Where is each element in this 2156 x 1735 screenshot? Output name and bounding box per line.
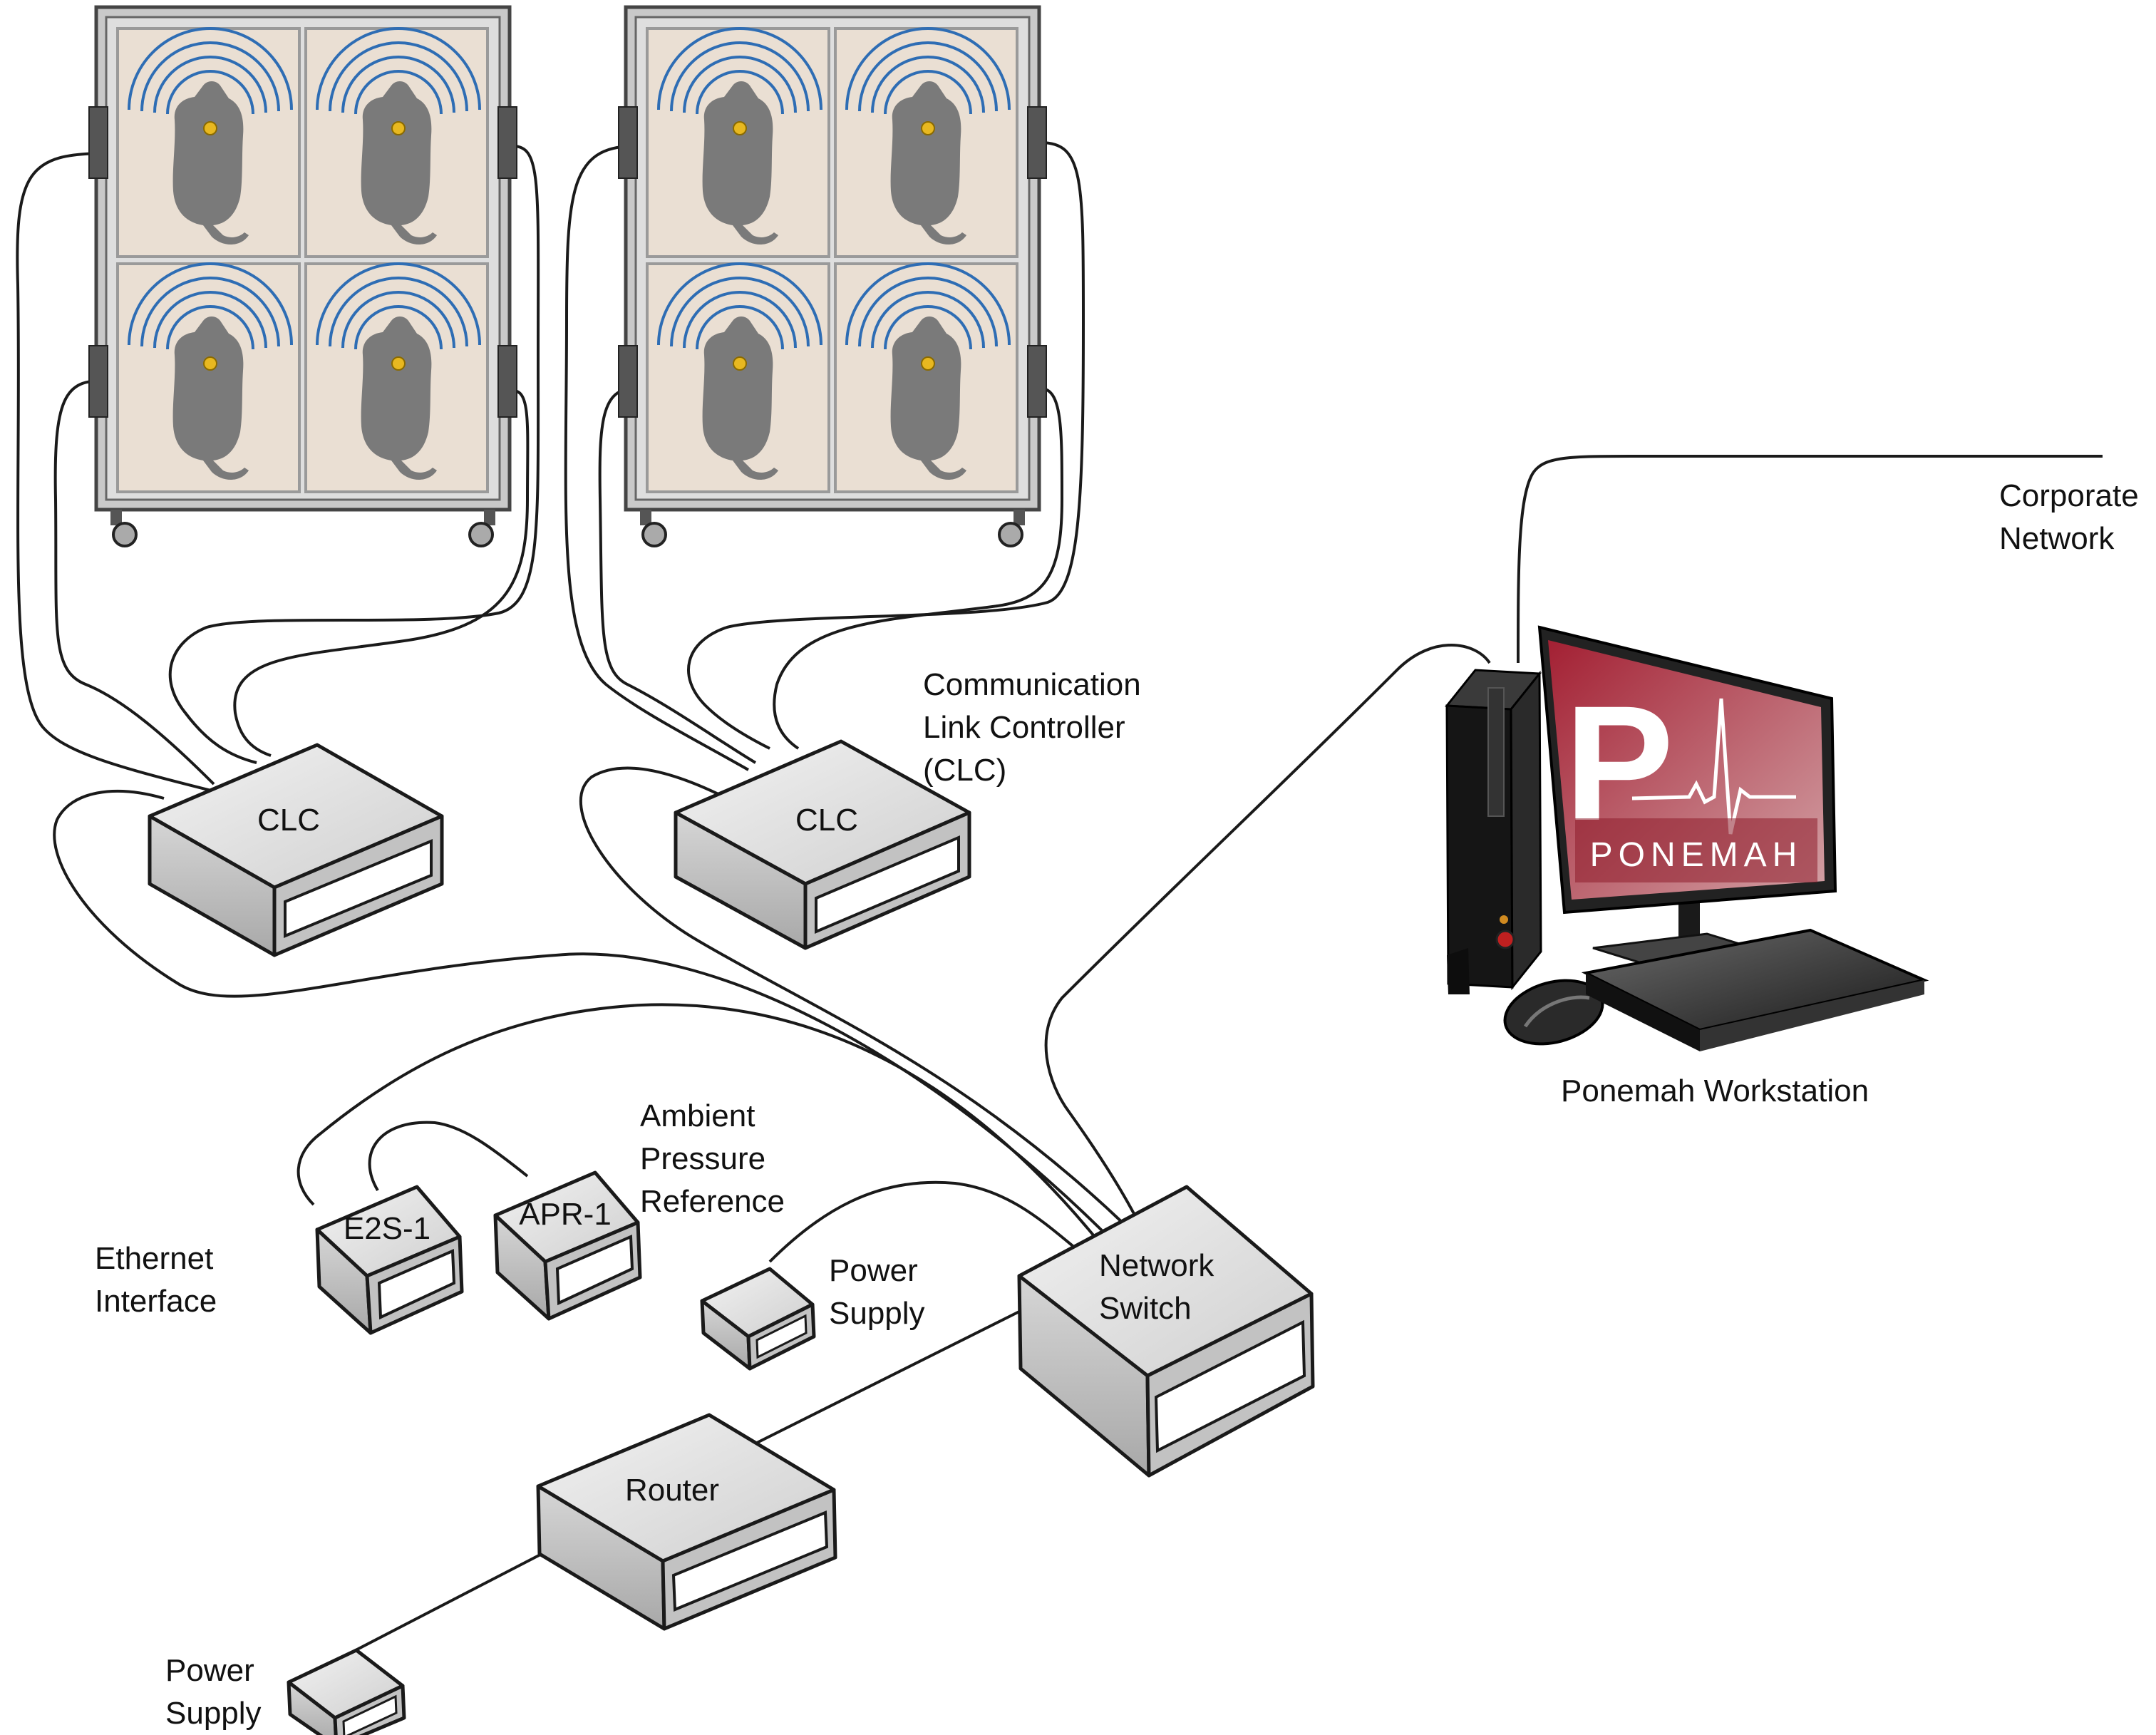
- power-supply-bottom-line-2: Supply: [165, 1696, 262, 1731]
- corporate-network-line-1: Corporate: [1999, 478, 2139, 513]
- power-supply-bottom-box: [287, 1648, 406, 1735]
- workstation-label: Ponemah Workstation: [1561, 1074, 1869, 1108]
- power-supply-bottom-line-1: Power: [165, 1653, 254, 1688]
- clc-right-box: CLC: [674, 739, 971, 950]
- network-switch-label-line-2: Switch: [1099, 1291, 1192, 1326]
- clc-description-line-3: (CLC): [923, 753, 1006, 788]
- animal-cage-rack-left: [89, 7, 517, 546]
- corporate-network-line-2: Network: [1999, 521, 2115, 556]
- ethernet-interface-line-1: Ethernet: [95, 1241, 213, 1276]
- ambient-pressure-line-3: Reference: [640, 1184, 785, 1219]
- power-supply-top-box: [700, 1267, 816, 1371]
- network-switch-label-line-1: Network: [1099, 1248, 1214, 1283]
- network-switch-box: Network Switch: [1017, 1185, 1315, 1478]
- clc-description-line-2: Link Controller: [923, 710, 1125, 745]
- ethernet-interface-line-2: Interface: [95, 1284, 217, 1319]
- clc-left-box: CLC: [148, 743, 444, 957]
- clc-right-label: CLC: [795, 803, 858, 838]
- e2s-box: E2S-1: [315, 1185, 464, 1335]
- animal-cage-rack-right: [619, 7, 1046, 546]
- power-supply-top-line-2: Supply: [829, 1296, 925, 1331]
- router-label: Router: [625, 1473, 719, 1508]
- clc-description-line-1: Communication: [923, 667, 1141, 702]
- clc-left-label: CLC: [257, 803, 320, 838]
- apr-box: APR-1: [493, 1170, 642, 1321]
- cables: [16, 141, 2103, 1662]
- ambient-pressure-line-1: Ambient: [640, 1098, 755, 1133]
- power-supply-top-line-1: Power: [829, 1253, 918, 1288]
- router-box: Router: [536, 1413, 837, 1631]
- desktop-workstation-icon: P PONEMAH: [1445, 625, 1929, 1051]
- ambient-pressure-line-2: Pressure: [640, 1141, 765, 1176]
- e2s-label: E2S-1: [344, 1211, 430, 1246]
- apr-label: APR-1: [519, 1197, 612, 1232]
- screen-logo-text: PONEMAH: [1590, 836, 1803, 874]
